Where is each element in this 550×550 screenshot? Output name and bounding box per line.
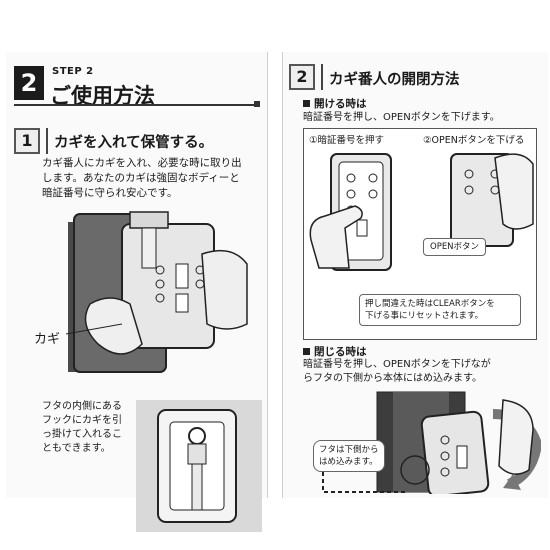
clear-note-callout: 押し間違えた時はCLEARボタンを 下げる事にリセットされます。 [359,294,521,326]
panel2-caption: ②OPENボタンを下げる [423,135,525,146]
open-button-callout: OPENボタン [423,238,487,256]
clear-note-line: 下げる事にリセットされます。 [365,311,484,321]
hook-note-line: っ掛けて入れるこ [42,429,122,440]
open-button-icon [356,219,368,237]
keypad-button-icon [368,189,378,199]
hook-note-line: フックにカギを引 [42,415,122,426]
press-code-illustration [309,153,392,271]
keypad-button-icon [346,189,356,199]
close-heading: 閉じる時は [303,344,367,359]
keypad-button-icon [346,173,356,183]
pointing-hand-icon [309,205,363,269]
lockbox-key-illustration [68,211,248,373]
hook-note-line: フタの内側にある [42,401,122,412]
hand-left-icon [84,297,143,355]
keypad-button-icon [440,451,450,461]
key-shaft-icon [191,463,203,511]
hook-key-illustration [136,400,262,532]
keypad-button-icon [155,293,165,303]
right-page: 2 カギ番人の開閉方法 開ける時は 暗証番号を押し、OPENボタンを下げます。 … [282,52,548,498]
key-bow [129,211,169,229]
keypad-button-icon [464,169,474,179]
open-heading-text: 開ける時は [314,98,367,110]
section1-body-line: カギ番人にカギを入れ、必要な時に取り出 [42,157,242,169]
key-head-icon [187,443,207,465]
left-page: 2 STEP 2 ご使用方法 1 カギを入れて保管する。 カギ番人にカギを入れ、… [6,52,268,532]
lockbox-lid [420,410,490,494]
section1-title: カギを入れて保管する。 [54,135,214,151]
hook-note-line: ともできます。 [42,443,111,454]
press-open-illustration [450,153,534,247]
open-button-icon [456,445,468,469]
hand-right-icon [201,249,248,330]
keypad-button-icon [440,467,450,477]
title-rule [14,104,260,106]
square-bullet-icon [303,100,310,107]
panel1-caption: ①暗証番号を押す [309,135,385,146]
square-bullet-icon [303,348,310,355]
title-rule-end [254,101,260,107]
section1-body-line: 暗証番号に守られ安心です。 [42,187,178,199]
close-body-line: 暗証番号を押し、OPENボタンを下げなが [303,359,491,370]
close-note-line: はめ込みます。 [319,457,378,467]
dashed-leader-line [322,472,405,493]
close-lid-illustration [376,391,541,494]
step-label: STEP 2 [52,66,94,77]
open-heading: 開ける時は [303,96,367,111]
section2-number: 2 [289,64,315,90]
section2-divider [321,64,323,90]
open-button-icon [175,263,189,289]
hand-icon [494,153,534,230]
close-body: 暗証番号を押し、OPENボタンを下げなが らフタの下側から本体にはめ込みます。 [303,358,491,386]
close-note-line: フタは下側から [319,445,379,455]
section1-divider [46,128,48,154]
clear-button-icon [175,293,189,313]
key-label: カギ [34,332,61,347]
keypad-button-icon [155,279,165,289]
clear-note-line: 押し間違えた時はCLEARボタンを [365,299,495,309]
keypad-button-icon [440,435,450,445]
hand-icon [498,399,534,475]
zoom-circle-icon [400,455,430,485]
section1-body: カギ番人にカギを入れ、必要な時に取り出 します。あなたのカギは強固なボディーと … [42,156,242,201]
key-blade [141,227,157,269]
keypad-button-icon [155,265,165,275]
keypad-button-icon [368,173,378,183]
arrow-head-icon [503,474,521,490]
close-body-line: らフタの下側から本体にはめ込みます。 [303,373,482,384]
hook-note: フタの内側にある フックにカギを引 っ掛けて入れるこ ともできます。 [42,400,122,456]
keypad-button-icon [464,185,474,195]
close-note-callout: フタは下側から はめ込みます。 [313,440,385,472]
section1-number: 1 [14,128,40,154]
section1-body-line: します。あなたのカギは強固なボディーと [42,172,240,184]
close-heading-text: 閉じる時は [314,346,367,358]
open-body: 暗証番号を押し、OPENボタンを下げます。 [303,112,500,123]
key-label-leader [66,323,123,335]
section2-title: カギ番人の開閉方法 [329,72,460,88]
step-number-badge: 2 [14,66,44,100]
